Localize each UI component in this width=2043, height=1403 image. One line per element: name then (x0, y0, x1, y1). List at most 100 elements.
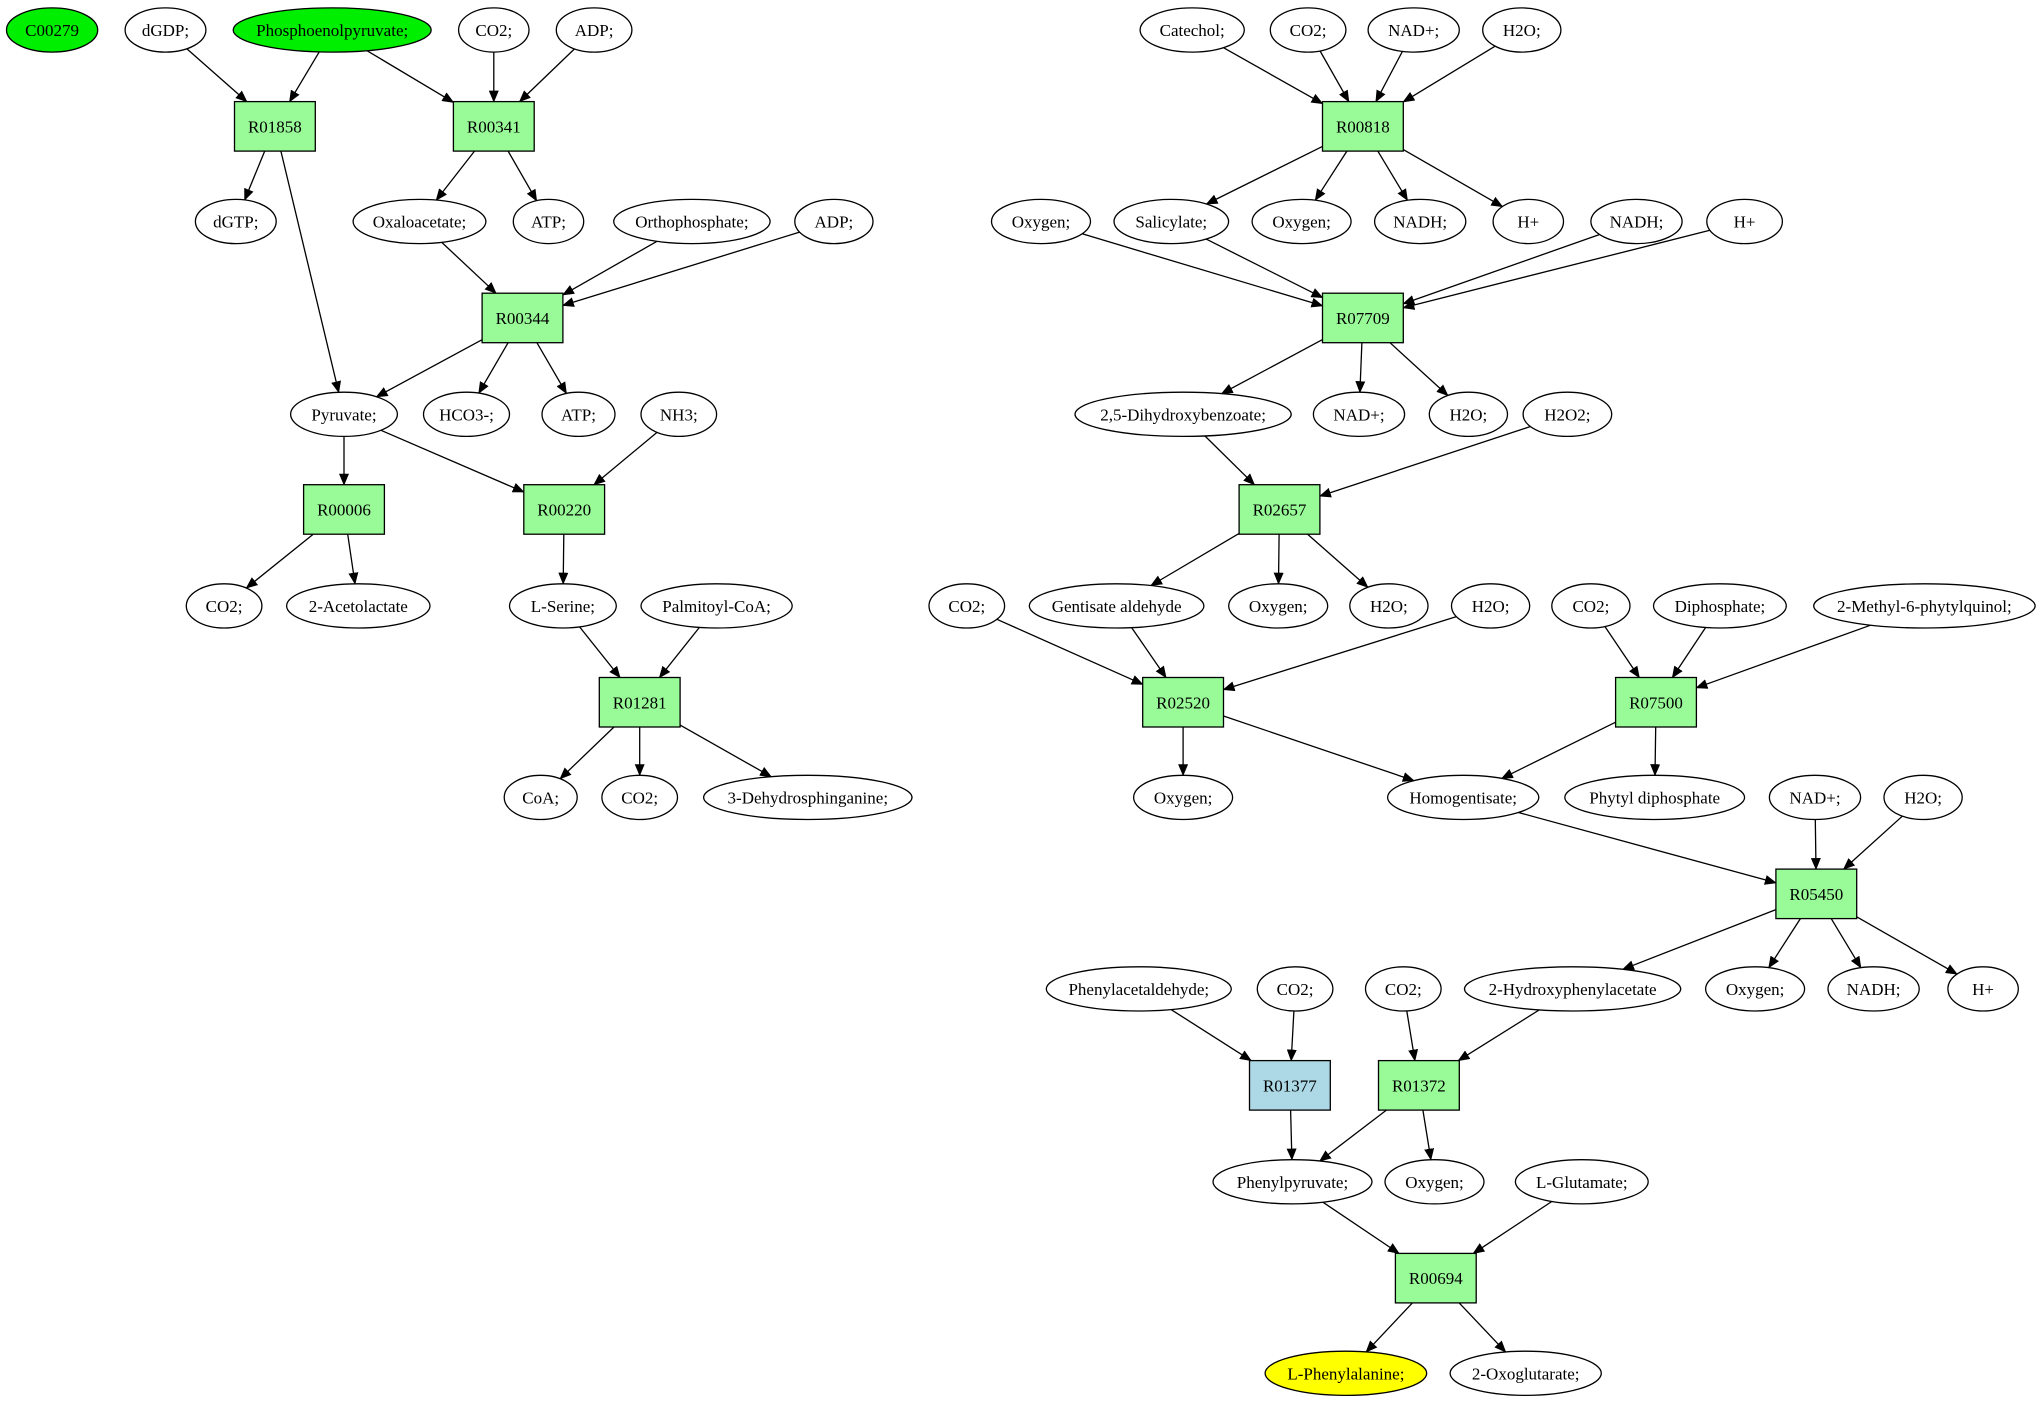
compound-ellipse (1514, 1159, 1649, 1205)
reaction-node-r00818: R00818 (1321, 100, 1404, 152)
edge-arrow-r-r02657-to-c-oxygen-c (1273, 534, 1284, 585)
reaction-box (1238, 484, 1321, 535)
compound-node-atp: ATP; (541, 391, 616, 438)
node-label: R01372 (1392, 1076, 1446, 1095)
compound-node-atp: ATP; (512, 198, 585, 245)
node-label: Pyruvate; (311, 405, 376, 424)
node-label: CO2; (206, 597, 243, 616)
node-label: NH3; (660, 405, 698, 424)
edge-arrow-r-r00818-to-c-oxygen-b (1314, 150, 1348, 202)
compound-node-salicylate: Salicylate; (1113, 198, 1230, 245)
compound-node-h2o: H2O; (1450, 583, 1531, 629)
compound-node-h: H+ (1492, 198, 1565, 245)
edge-arrow-c-catechol-to-r-r00818 (1223, 47, 1324, 105)
node-label: R00006 (317, 500, 371, 519)
compound-ellipse (1813, 583, 2036, 629)
compound-ellipse (1212, 1159, 1373, 1205)
compound-node-dgtp: dGTP; (194, 198, 277, 245)
node-label: CO2; (1277, 980, 1314, 999)
compound-node-l-serine: L-Serine; (508, 583, 617, 629)
edge-arrow-r-r00344-to-c-pyruvate (375, 339, 483, 398)
node-label: Oxygen; (1154, 788, 1213, 807)
edge-arrow-r-r00818-to-c-nadh-a (1377, 150, 1408, 202)
compound-node-nad: NAD+; (1367, 7, 1460, 53)
node-label: ATP; (561, 405, 596, 424)
edge-arrow-c-h2o-d-to-r-r02520 (1222, 615, 1457, 692)
compound-node-co2: CO2; (1269, 7, 1347, 53)
edge-arrow-c-nadh-b-to-r-r07709 (1402, 233, 1600, 305)
node-label: CO2; (1385, 980, 1422, 999)
compound-node-h2o: H2O; (1428, 391, 1509, 438)
node-label: HCO3-; (439, 405, 494, 424)
node-label: ATP; (531, 213, 566, 232)
reaction-box (452, 100, 535, 152)
node-label: Oxygen; (1726, 980, 1785, 999)
edge-arrow-c-pyruvate-to-r-r00220 (380, 429, 525, 493)
edge-arrow-c-co2-h-to-r-r01372 (1406, 1010, 1419, 1062)
compound-ellipse (1706, 198, 1784, 245)
edge-arrow-r-r07500-to-c-phytyl-diphosphate (1650, 726, 1661, 777)
node-label: Orthophosphate; (635, 213, 748, 232)
compound-ellipse (1364, 966, 1442, 1012)
compound-ellipse (613, 198, 771, 245)
compound-ellipse (1228, 583, 1329, 629)
compound-node-phytyl-diphosphate: Phytyl diphosphate (1564, 774, 1746, 821)
compound-ellipse (541, 391, 616, 438)
edge-arrow-c-pep-to-r-r01858 (289, 51, 320, 103)
edge-arrow-r-r01372-to-c-phenylpyruvate (1319, 1109, 1387, 1162)
edge-arrow-r-r00694-to-c-lphenylalanine (1365, 1302, 1413, 1353)
node-label: Palmitoyl-CoA; (662, 597, 771, 616)
compound-node-co2: CO2; (457, 7, 530, 53)
node-label: CO2; (1290, 21, 1327, 40)
node-label: Oxygen; (1249, 597, 1308, 616)
node-label: R02657 (1253, 500, 1307, 519)
node-label: H+ (1734, 213, 1756, 232)
edge-arrow-r-r00818-to-c-hplus-a (1402, 149, 1504, 208)
edge-arrow-r-r00341-to-c-oxaloacetate (435, 150, 476, 201)
compound-node-h2o: H2O; (1883, 774, 1963, 821)
compound-ellipse (990, 198, 1092, 245)
compound-node-nadh: NADH; (1827, 966, 1920, 1012)
edge-arrow-c-co2-d-to-r-r00818 (1319, 50, 1350, 103)
edge-arrow-r-r00818-to-c-salicylate (1205, 145, 1323, 205)
compound-ellipse (1132, 774, 1234, 821)
node-label: Phosphoenolpyruvate; (256, 21, 408, 40)
compound-node-oxygen: Oxygen; (1384, 1159, 1485, 1205)
compound-ellipse (1028, 583, 1205, 629)
node-label: Oxygen; (1012, 213, 1071, 232)
node-label: Homogentisate; (1409, 788, 1517, 807)
compound-ellipse (1450, 583, 1531, 629)
compound-node-coa: CoA; (503, 774, 578, 821)
reaction-box (1248, 1059, 1331, 1111)
compound-node-h: H+ (1706, 198, 1784, 245)
edge-arrow-c-dgdp-to-r-r01858 (186, 48, 248, 103)
compound-node-phenylacetaldehyde: Phenylacetaldehyde; (1045, 966, 1232, 1012)
node-label: CO2; (1572, 597, 1609, 616)
reaction-box (1321, 292, 1404, 344)
reaction-node-r00006: R00006 (302, 484, 386, 535)
compound-node-h2o: H2O; (1349, 583, 1429, 629)
node-label: 2-Oxoglutarate; (1472, 1364, 1580, 1383)
reaction-box (1394, 1252, 1477, 1304)
compound-node-palmitoyl-coa: Palmitoyl-CoA; (640, 583, 793, 629)
edge-arrow-c-salicylate-to-r-r07709 (1205, 238, 1324, 299)
node-label: Gentisate aldehyde (1052, 597, 1182, 616)
compound-node-catechol: Catechol; (1139, 7, 1245, 53)
node-label: R02520 (1156, 693, 1210, 712)
compound-ellipse (1551, 583, 1631, 629)
node-label: Oxygen; (1272, 213, 1331, 232)
compound-ellipse (640, 391, 718, 438)
compound-ellipse (1883, 774, 1963, 821)
edge-arrow-c-hydroxyphenylacetate-to-r-r01372 (1457, 1009, 1540, 1062)
reaction-box (1614, 676, 1698, 728)
compound-node-phenylpyruvate: Phenylpyruvate; (1212, 1159, 1373, 1205)
compound-ellipse (640, 583, 793, 629)
compound-ellipse (1482, 7, 1562, 53)
compound-node-nad: NAD+; (1312, 391, 1406, 438)
compound-node-orthophosphate: Orthophosphate; (613, 198, 771, 245)
compound-ellipse (1349, 583, 1429, 629)
node-label: H2O2; (1544, 405, 1590, 424)
reaction-node-r00220: R00220 (523, 484, 606, 535)
reaction-node-r01858: R01858 (233, 100, 316, 152)
compound-node-h: H+ (1947, 966, 2019, 1012)
